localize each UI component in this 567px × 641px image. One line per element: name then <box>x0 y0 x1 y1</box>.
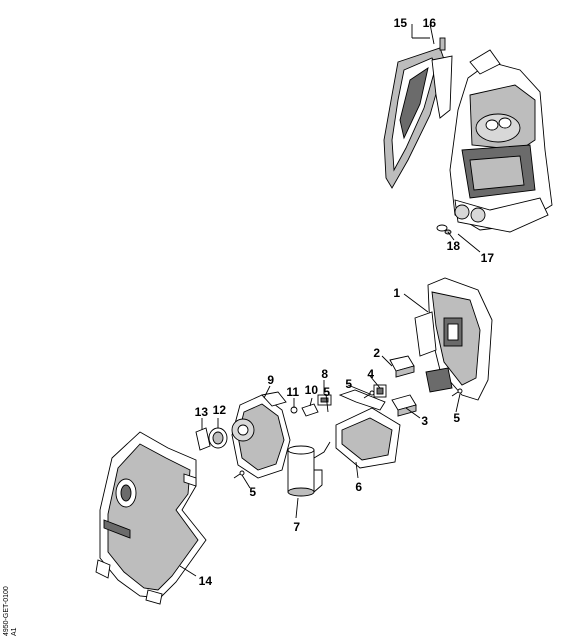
callout-2: 2 <box>373 346 380 360</box>
callout-6: 6 <box>355 480 362 494</box>
part-6-bracket <box>335 389 401 469</box>
screw-5 <box>233 388 463 479</box>
callout-17: 17 <box>481 251 495 265</box>
part-2-block <box>389 355 415 378</box>
callout-8: 8 <box>321 367 328 381</box>
motor-pump-unit <box>449 49 553 233</box>
callout-1: 1 <box>393 286 400 300</box>
part-14-front-cover <box>95 431 207 605</box>
callout-15: 15 <box>394 16 408 30</box>
part-4-switch <box>373 384 387 398</box>
callout-10: 10 <box>305 383 319 397</box>
callout-18: 18 <box>447 239 461 253</box>
callout-16: 16 <box>423 16 437 30</box>
callout-5-a: 5 <box>345 377 352 391</box>
part-12-knob <box>208 427 228 449</box>
part-3-block <box>391 394 417 417</box>
callout-4: 4 <box>367 367 374 381</box>
callout-11: 11 <box>286 385 299 399</box>
callout-13: 13 <box>195 405 209 419</box>
callout-12: 12 <box>213 403 227 417</box>
part-8-terminal <box>317 394 332 406</box>
callout-9: 9 <box>267 373 274 387</box>
part-7-capacitor <box>287 441 331 497</box>
reference-code: 4950-GET-0100 A1 <box>3 586 18 636</box>
callout-14: 14 <box>199 574 213 588</box>
callout-5-c: 5 <box>453 411 460 425</box>
callout-3: 3 <box>421 414 428 428</box>
callout-5-d: 5 <box>249 485 256 499</box>
part-15-side-cover <box>383 37 453 189</box>
callout-5-b: 5 <box>323 385 330 399</box>
reference-code-line-2: A1 <box>11 627 18 636</box>
callout-labels: 1 2 3 4 5 5 5 5 6 7 8 9 10 11 12 13 14 1… <box>195 16 495 588</box>
part-13-cap <box>195 427 211 451</box>
callout-7: 7 <box>293 520 300 534</box>
leader-lines <box>179 23 481 577</box>
part-1-main-frame <box>414 277 493 401</box>
part-9-housing <box>231 391 291 479</box>
reference-code-line-1: 4950-GET-0100 <box>3 586 10 636</box>
